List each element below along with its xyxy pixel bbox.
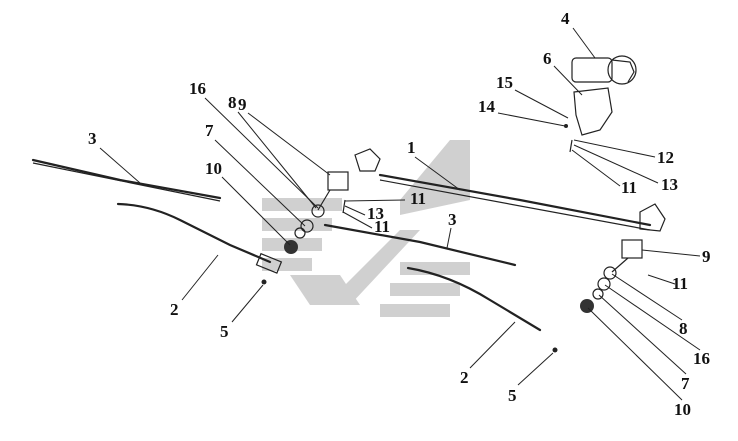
- wiper-arm-right: [406, 266, 542, 332]
- callout-2: 2: [460, 368, 469, 387]
- wiper-blade-right: [323, 223, 517, 267]
- callout-15: 15: [496, 73, 513, 92]
- callout-10: 10: [674, 400, 691, 419]
- callout-6: 6: [543, 49, 552, 68]
- callout-7: 7: [681, 374, 690, 393]
- callout-5: 5: [220, 322, 229, 341]
- callout-11: 11: [410, 189, 426, 208]
- callout-labels: 4 6 15 14 12 13 11 9 16 8 7 10 3 1 11 13…: [88, 9, 711, 419]
- callout-13: 13: [367, 204, 384, 223]
- callout-16: 16: [189, 79, 206, 98]
- pivot-housing-right: [621, 239, 643, 259]
- callout-10: 10: [205, 159, 222, 178]
- callout-1: 1: [407, 138, 416, 157]
- callout-4: 4: [561, 9, 570, 28]
- callout-5: 5: [508, 386, 517, 405]
- callout-14: 14: [478, 97, 496, 116]
- callout-7: 7: [205, 121, 214, 140]
- callout-9: 9: [238, 95, 247, 114]
- wiper-blade-left: [31, 158, 222, 200]
- parts: [31, 55, 666, 353]
- callout-9: 9: [702, 247, 711, 266]
- wiper-motor: [571, 55, 637, 85]
- callout-8: 8: [679, 319, 688, 338]
- callout-12: 12: [657, 148, 674, 167]
- callout-16: 16: [693, 349, 710, 368]
- watermark-logo: [262, 140, 470, 317]
- callout-11: 11: [621, 178, 637, 197]
- callout-11: 11: [374, 217, 390, 236]
- motor-bracket: [573, 87, 613, 136]
- callout-2: 2: [170, 300, 179, 319]
- leader-lines: [99, 27, 701, 401]
- callout-11: 11: [672, 274, 688, 293]
- callout-13: 13: [661, 175, 678, 194]
- pivot-housing-left: [327, 171, 349, 191]
- linkage-rod: [378, 173, 652, 227]
- callout-3: 3: [448, 210, 457, 229]
- callout-3: 3: [88, 129, 97, 148]
- wiper-arm-left: [116, 202, 272, 264]
- callout-8: 8: [228, 93, 237, 112]
